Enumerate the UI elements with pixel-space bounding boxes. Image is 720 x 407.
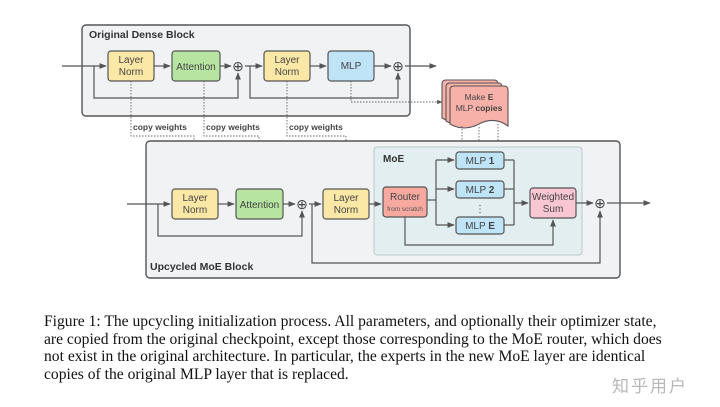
dense-layer-norm-1: Layer Norm <box>107 50 155 82</box>
dense-residual-2 <box>249 66 401 99</box>
dense-attention: Attention <box>171 50 221 82</box>
moe-add-2-icon: ⊕ <box>594 195 606 211</box>
moe-attention-label: Attention <box>240 200 279 211</box>
moe-layer-norm-1: Layer Norm <box>171 188 219 220</box>
moe-layer-title: MoE <box>383 154 404 165</box>
expert-mlp-e: MLP E <box>455 216 505 235</box>
dense-block-title: Original Dense Block <box>89 29 195 41</box>
copy-doc-line1-bold: E <box>488 92 494 102</box>
moe-attention: Attention <box>235 188 284 220</box>
expert-2-index: 2 <box>489 185 495 196</box>
router-label: Router <box>390 192 421 203</box>
caption-line-2: are copied from the original checkpoint,… <box>44 330 662 348</box>
copy-doc-line1: Make E <box>465 92 494 102</box>
dense-block-container <box>81 24 411 117</box>
copy-doc-line2: MLP copies <box>456 103 503 113</box>
moe-residual-1 <box>157 204 305 237</box>
expert-mlp-1-label: MLP 1 <box>466 156 495 167</box>
upcycled-moe-block: Upcycled MoE Block MoE Layer Norm <box>127 140 651 279</box>
dense-ln2-line2: Norm <box>275 67 299 78</box>
moe-layer-container <box>373 146 583 256</box>
copy-doc-line1-prefix: Make <box>465 92 488 102</box>
copy-doc-line2-prefix: MLP <box>456 103 476 113</box>
dense-add-1-icon: ⊕ <box>232 58 244 74</box>
caption-line-4: copies of the original MLP layer that is… <box>44 365 349 383</box>
expert-mlp-2: MLP 2 <box>455 180 505 199</box>
moe-ln2-line1: Layer <box>333 193 359 204</box>
weighted-sum-line2: Sum <box>543 204 564 215</box>
moe-layer-norm-2: Layer Norm <box>322 188 370 220</box>
dense-residual-1 <box>93 66 241 99</box>
copy-doc-line2-bold: copies <box>475 103 502 113</box>
moe-ln2-line2: Norm <box>334 205 358 216</box>
moe-ln1-line2: Norm <box>183 205 207 216</box>
experts-ellipsis: ⋮ <box>475 204 485 215</box>
copy-weights-label-2: copy weights <box>206 122 260 132</box>
upcycling-diagram: Original Dense Block Layer Norm Attentio… <box>62 24 651 279</box>
make-mlp-copies-doc: Make E MLP copies <box>441 79 509 129</box>
expert-1-index: 1 <box>489 156 495 167</box>
mlp-to-copy-doc-dotted <box>350 81 443 105</box>
caption-line-1: Figure 1: The upcycling initialization p… <box>44 313 657 330</box>
dense-attention-label: Attention <box>176 62 215 73</box>
weighted-sum-line1: Weighted <box>532 192 574 203</box>
dense-ln2-line1: Layer <box>274 55 300 66</box>
moe-ln1-line1: Layer <box>182 193 208 204</box>
expert-mlp-1: MLP 1 <box>455 151 505 170</box>
dense-ln1-line2: Norm <box>119 67 143 78</box>
watermark: 知乎用户 <box>612 377 688 397</box>
caption-line-3: not exist in the original architecture. … <box>44 348 646 365</box>
dense-mlp: MLP <box>327 50 375 82</box>
dense-ln1-line1: Layer <box>118 55 144 66</box>
router-to-weighted-sum-gates <box>404 217 556 246</box>
figure-caption: Figure 1: The upcycling initialization p… <box>44 313 684 383</box>
router: Router from scratch <box>382 186 428 218</box>
moe-add-1-icon: ⊕ <box>296 196 308 212</box>
dense-mlp-label: MLP <box>341 61 362 72</box>
copy-weights-label-1: copy weights <box>133 122 187 132</box>
moe-block-title: Upcycled MoE Block <box>150 261 253 273</box>
copy-weights-ln1-dotted <box>130 81 197 187</box>
dense-add-2-icon: ⊕ <box>392 58 404 74</box>
weighted-sum: Weighted Sum <box>529 187 577 219</box>
copy-weights-label-3: copy weights <box>289 122 343 132</box>
original-dense-block: Original Dense Block Layer Norm Attentio… <box>62 24 437 117</box>
expert-mlp-2-label: MLP 2 <box>466 185 495 196</box>
router-sublabel: from scratch <box>387 206 423 213</box>
expert-2-prefix: MLP <box>466 185 489 196</box>
expert-e-index: E <box>488 221 495 232</box>
moe-residual-2 <box>311 204 603 264</box>
expert-1-prefix: MLP <box>466 156 489 167</box>
expert-mlp-e-label: MLP E <box>465 221 495 232</box>
dense-layer-norm-2: Layer Norm <box>263 50 311 82</box>
expert-e-prefix: MLP <box>465 221 488 232</box>
